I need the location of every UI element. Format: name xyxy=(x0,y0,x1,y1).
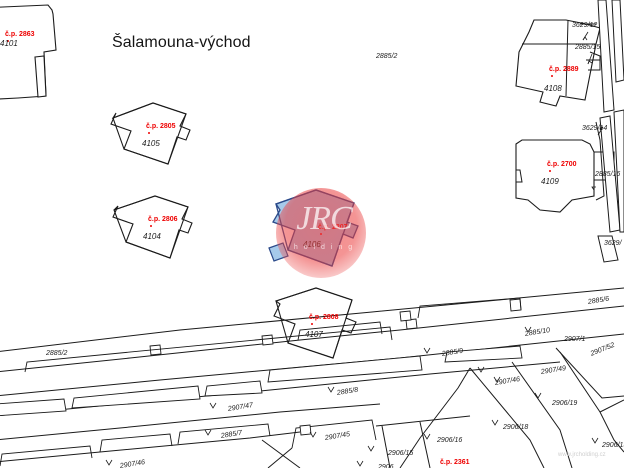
building-parcel-label[interactable]: 4105 xyxy=(142,139,160,148)
house-number-label[interactable]: č.p. 2808 xyxy=(309,314,339,321)
building-4105[interactable] xyxy=(110,102,191,165)
land-parcel-label[interactable]: 2906/16 xyxy=(437,437,463,444)
land-parcel-label[interactable]: 2885/2 xyxy=(376,53,398,60)
land-parcel-label[interactable]: 2906/19 xyxy=(552,400,578,407)
land-parcel-label[interactable]: 3629/12 xyxy=(572,22,598,29)
map-area-title: Šalamouna-východ xyxy=(112,34,251,51)
building-4101[interactable] xyxy=(0,4,57,100)
house-number-label[interactable]: č.p. 2700 xyxy=(547,161,577,168)
leader-lines xyxy=(582,31,604,191)
house-number-point xyxy=(148,132,150,134)
house-number-point xyxy=(551,75,553,77)
building-parcel-label[interactable]: 4101 xyxy=(0,39,18,48)
building-4108[interactable] xyxy=(515,19,601,107)
land-parcel-label[interactable]: 2906 xyxy=(378,464,394,468)
road-3629-12 xyxy=(580,0,624,263)
house-number-point xyxy=(150,225,152,227)
house-number-label[interactable]: č.p. 2863 xyxy=(5,31,35,38)
land-parcel-label[interactable]: 2906/18 xyxy=(503,424,529,431)
house-number-point xyxy=(7,40,9,42)
building-parcel-label[interactable]: 4106 xyxy=(303,240,321,249)
house-number-label[interactable]: č.p. 2805 xyxy=(146,123,176,130)
house-number-label[interactable]: č.p. 2806 xyxy=(148,216,178,223)
building-parcel-label[interactable]: 4109 xyxy=(541,177,559,186)
house-number-point xyxy=(311,323,313,325)
building-4109[interactable] xyxy=(515,139,615,213)
land-parcel-label[interactable]: 3629/ xyxy=(604,240,622,247)
land-parcel-label[interactable]: 3629/14 xyxy=(582,125,608,132)
building-parcel-label[interactable]: 4107 xyxy=(305,330,323,339)
house-number-point xyxy=(549,170,551,172)
house-number-label[interactable]: č.p. 2361 xyxy=(440,459,470,466)
house-number-label[interactable]: č.p. 2889 xyxy=(549,66,579,73)
building-4104[interactable] xyxy=(112,195,193,259)
watermark-corner-url: www.jrcholding.cz xyxy=(558,452,606,458)
land-parcel-label[interactable]: 2906/15 xyxy=(388,450,414,457)
building-parcel-label[interactable]: 4104 xyxy=(143,232,161,241)
land-parcel-label[interactable]: 2885/16 xyxy=(595,171,621,178)
parcel-hatch-marks xyxy=(105,326,599,467)
house-number-point xyxy=(320,233,322,235)
land-parcel-label[interactable]: 2885/2 xyxy=(46,350,68,357)
building-parcel-label[interactable]: 4108 xyxy=(544,84,562,93)
house-number-label[interactable]: č.p. 2807 xyxy=(318,224,348,231)
building-4107[interactable] xyxy=(273,287,357,359)
land-parcel-label[interactable]: 2907/1 xyxy=(564,336,586,343)
land-parcel-label[interactable]: 2885/15 xyxy=(575,44,601,51)
road-network xyxy=(0,287,624,468)
land-parcel-label[interactable]: 2906/13 xyxy=(602,442,624,449)
